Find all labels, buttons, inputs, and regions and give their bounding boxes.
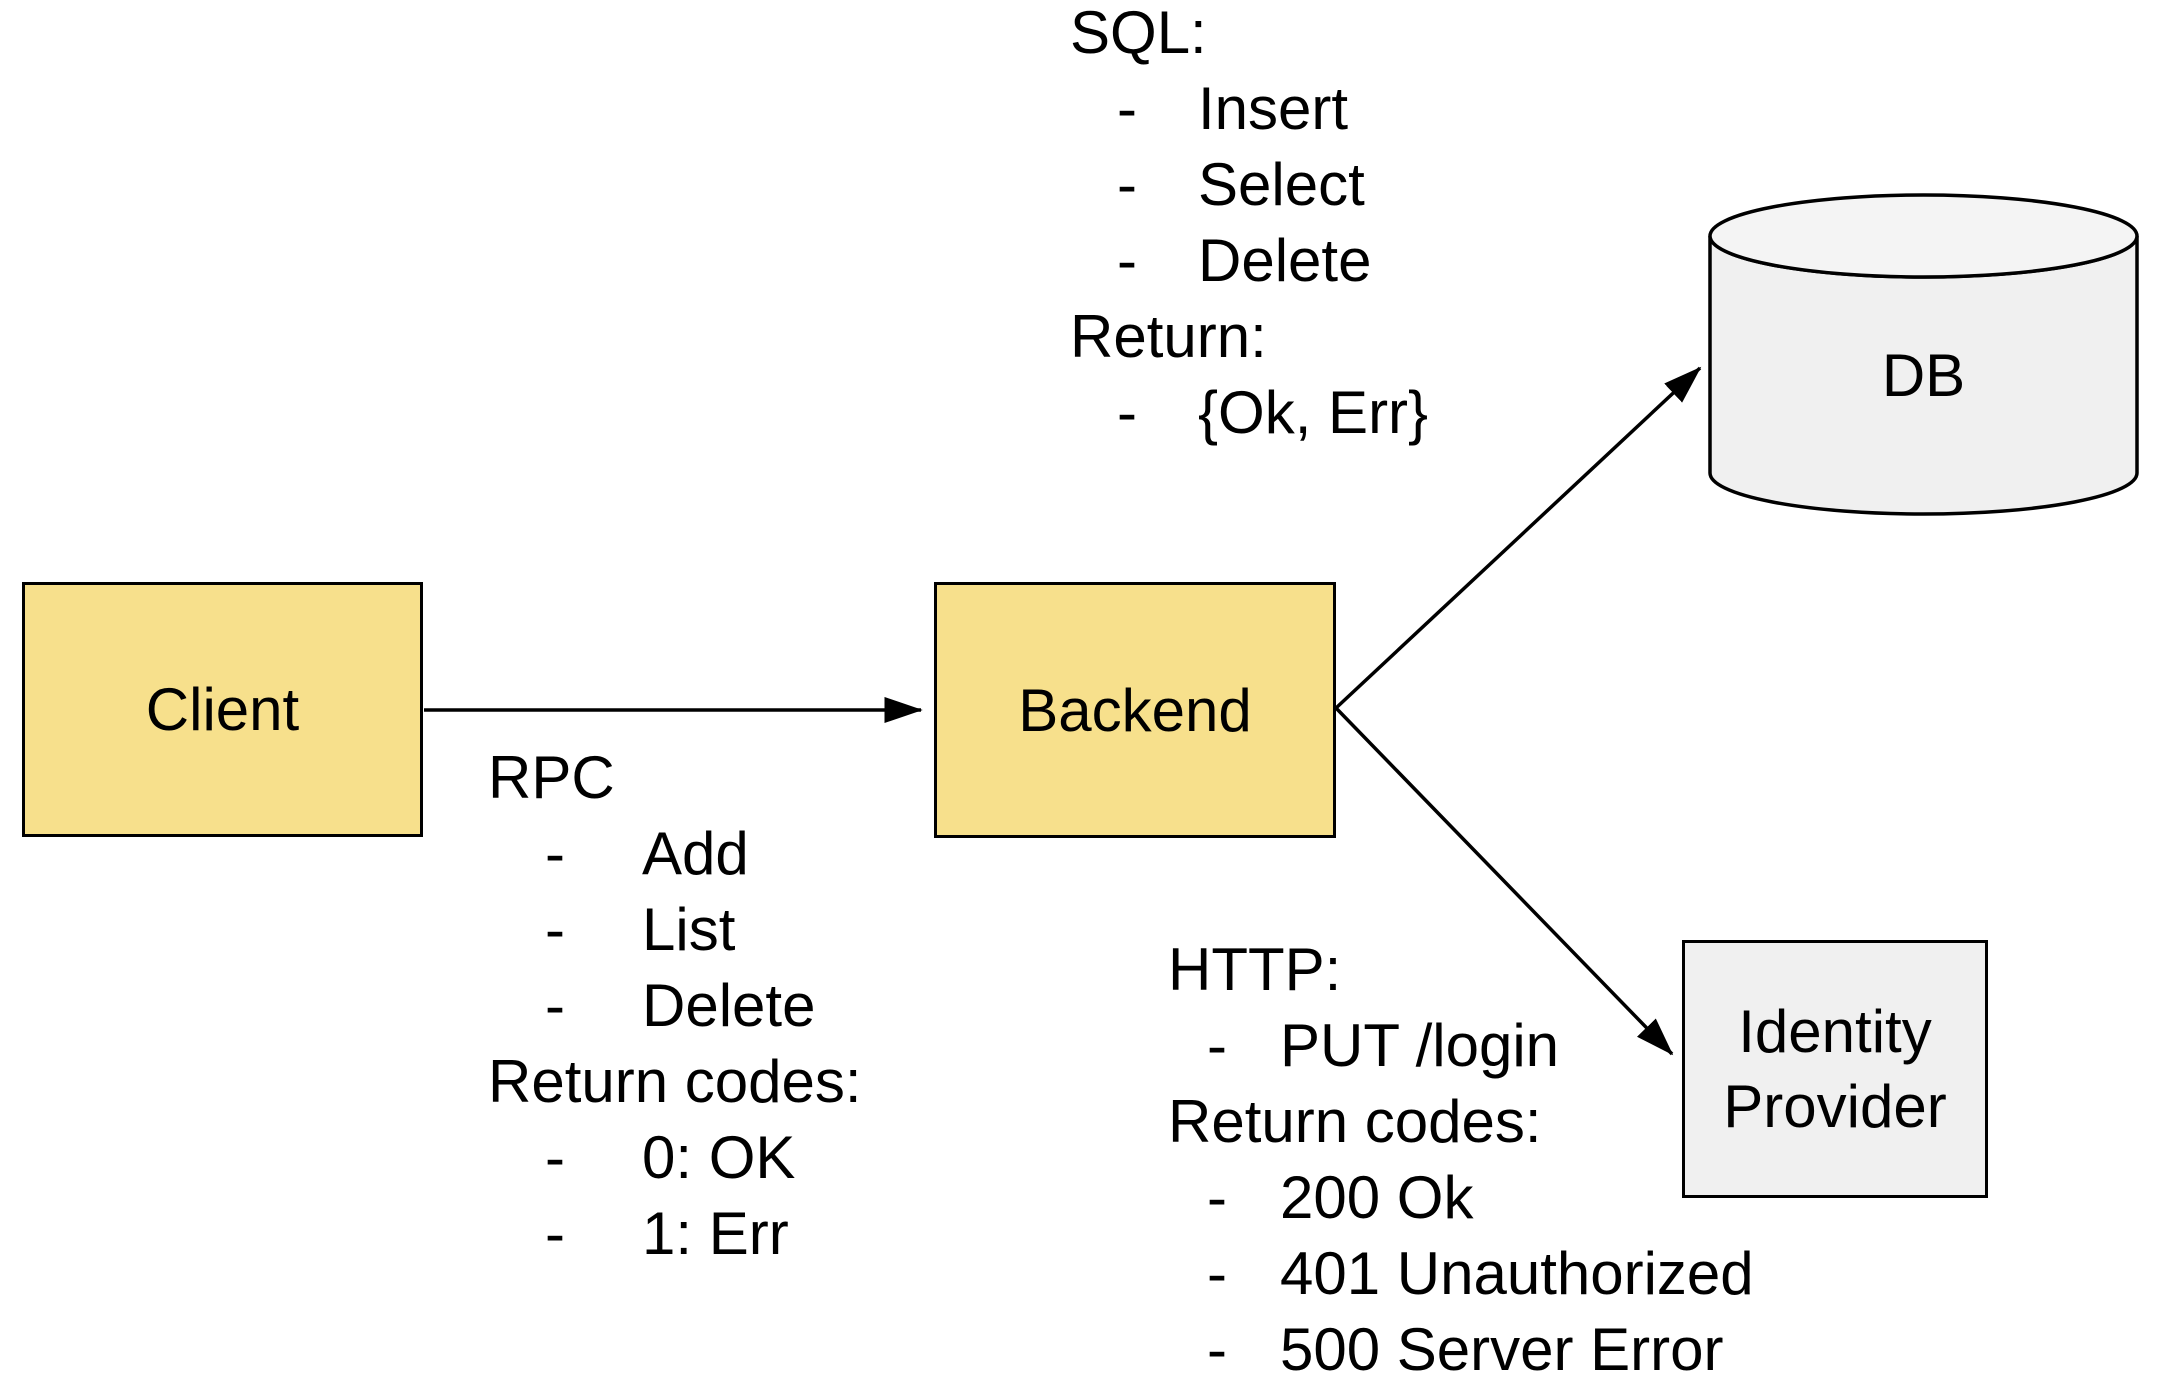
bullet-dash: -	[1117, 227, 1137, 294]
sql-note-item-text: Insert	[1198, 75, 1349, 142]
db-node-label-wrap: DB	[1710, 300, 2137, 450]
sql-note-title: SQL:	[1070, 0, 1207, 66]
arrow-backend-to-db	[1334, 366, 1702, 710]
client-node-label: Client	[145, 676, 300, 743]
db-cylinder-top	[1708, 193, 2139, 279]
bullet-dash: -	[1207, 1164, 1227, 1231]
sql-note-return-item-text: {Ok, Err}	[1198, 379, 1429, 446]
rpc-note-return-item-text: 1: Err	[642, 1200, 789, 1267]
bullet-dash: -	[1117, 75, 1137, 142]
sql-note-return-item: - {Ok, Err}	[1070, 375, 1428, 451]
http-note-item: - PUT /login	[1168, 1008, 1754, 1084]
http-note-return-item-text: 200 Ok	[1280, 1164, 1474, 1231]
http-note-return-item: - 500 Server Error	[1168, 1312, 1754, 1388]
bullet-dash: -	[545, 1200, 565, 1267]
backend-node: Backend	[934, 582, 1336, 838]
sql-note: SQL: - Insert - Select - Delete Return: …	[1070, 0, 1428, 451]
rpc-note-item: - Delete	[488, 968, 862, 1044]
sql-note-return-title: Return:	[1070, 303, 1267, 370]
bullet-dash: -	[1207, 1012, 1227, 1079]
sql-note-item-text: Select	[1198, 151, 1365, 218]
http-note-title: HTTP:	[1168, 936, 1342, 1003]
rpc-note-return-title: Return codes:	[488, 1048, 862, 1115]
bullet-dash: -	[1117, 379, 1137, 446]
rpc-note-item-text: List	[642, 896, 736, 963]
http-note-return-title: Return codes:	[1168, 1088, 1542, 1155]
db-cylinder	[1708, 193, 2139, 516]
http-note-item-text: PUT /login	[1280, 1012, 1560, 1079]
bullet-dash: -	[545, 972, 565, 1039]
rpc-note-title: RPC	[488, 744, 615, 811]
http-note-return-item: - 401 Unauthorized	[1168, 1236, 1754, 1312]
http-note-return-item: - 200 Ok	[1168, 1160, 1754, 1236]
sql-note-item: - Insert	[1070, 71, 1428, 147]
http-note-return-item-text: 401 Unauthorized	[1280, 1240, 1754, 1307]
rpc-note-item: - Add	[488, 816, 862, 892]
sql-note-item: - Delete	[1070, 223, 1428, 299]
http-note-return-item-text: 500 Server Error	[1280, 1316, 1724, 1383]
rpc-note-return-item: - 1: Err	[488, 1196, 862, 1272]
bullet-dash: -	[545, 896, 565, 963]
client-node: Client	[22, 582, 423, 837]
bullet-dash: -	[545, 820, 565, 887]
http-note: HTTP: - PUT /login Return codes: - 200 O…	[1168, 932, 1754, 1388]
sql-note-item-text: Delete	[1198, 227, 1372, 294]
rpc-note-item: - List	[488, 892, 862, 968]
bullet-dash: -	[1207, 1240, 1227, 1307]
bullet-dash: -	[1207, 1316, 1227, 1383]
sql-note-item: - Select	[1070, 147, 1428, 223]
identity-provider-node-label: Identity Provider	[1723, 998, 1947, 1140]
rpc-note-item-text: Add	[642, 820, 749, 887]
rpc-note-return-item: - 0: OK	[488, 1120, 862, 1196]
rpc-note-item-text: Delete	[642, 972, 816, 1039]
bullet-dash: -	[545, 1124, 565, 1191]
arrow-backend-to-idp	[1334, 706, 1674, 1056]
rpc-note: RPC - Add - List - Delete Return codes: …	[488, 740, 862, 1272]
bullet-dash: -	[1117, 151, 1137, 218]
backend-node-label: Backend	[1018, 676, 1252, 744]
db-node-label: DB	[1881, 341, 1966, 409]
identity-provider-node: Identity Provider	[1682, 940, 1988, 1198]
rpc-note-return-item-text: 0: OK	[642, 1124, 796, 1191]
